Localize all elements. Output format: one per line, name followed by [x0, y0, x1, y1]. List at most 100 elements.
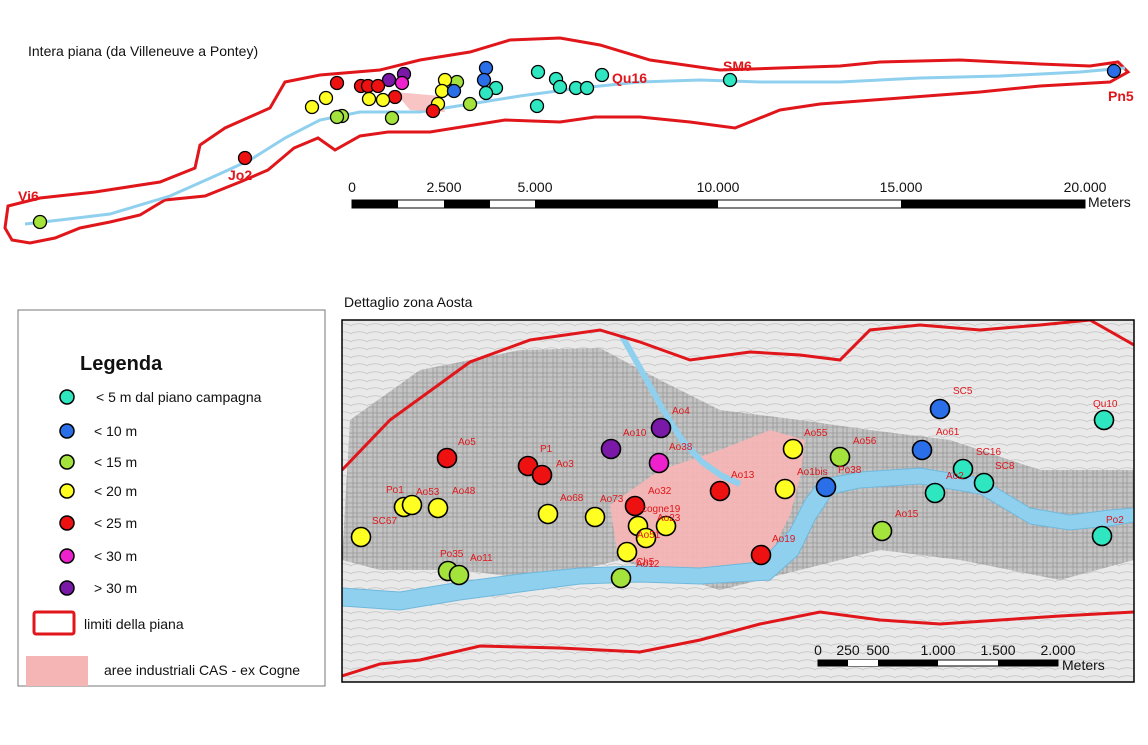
detail-well-label: Ao55 — [804, 428, 828, 439]
legend-item-label: < 25 m — [94, 515, 137, 531]
detail-well-marker — [537, 503, 559, 525]
detail-well-label: SC67 — [372, 516, 397, 527]
detail-well-label: Ao56 — [853, 436, 877, 447]
legend-item-label: > 30 m — [94, 580, 137, 596]
detail-well-marker — [401, 494, 423, 516]
detail-well-label: Ao10 — [623, 428, 647, 439]
detail-well-marker — [350, 526, 372, 548]
detail-scale-unit: Meters — [1062, 657, 1105, 673]
overview-well-marker — [446, 83, 462, 99]
detail-industrial-area — [610, 430, 805, 572]
detail-well-marker — [815, 476, 837, 498]
overview-well-marker — [304, 99, 320, 115]
detail-well-label: Ao51 — [637, 530, 661, 541]
detail-well-label: Ao1bis — [797, 467, 828, 478]
overview-place-label: SM6 — [723, 58, 752, 74]
overview-place-label: Qu16 — [612, 70, 647, 86]
detail-well-marker — [929, 398, 951, 420]
overview-well-marker — [722, 72, 738, 88]
detail-well-label: Po35 — [440, 549, 464, 560]
detail-well-label: Ao61 — [936, 427, 960, 438]
overview-well-marker — [552, 79, 568, 95]
overview-well-marker — [318, 90, 334, 106]
overview-well-marker — [237, 150, 253, 166]
detail-well-marker — [871, 520, 893, 542]
detail-well-marker — [774, 478, 796, 500]
overview-scale-unit: Meters — [1088, 194, 1131, 210]
detail-well-marker — [924, 482, 946, 504]
detail-scale-tick: 1.000 — [920, 642, 955, 658]
overview-well-marker — [32, 214, 48, 230]
overview-scale-tick: 15.000 — [880, 179, 923, 195]
overview-well-marker — [478, 60, 494, 76]
overview-title: Intera piana (da Villeneuve a Pontey) — [28, 43, 258, 59]
detail-frame — [341, 319, 1135, 683]
overview-well-marker — [361, 91, 377, 107]
legend-boundary-label: limiti della piana — [84, 616, 184, 632]
detail-well-label: Ao68 — [560, 493, 584, 504]
overview-place-label: Jo2 — [228, 167, 252, 183]
overview-well-marker — [476, 72, 492, 88]
overview-place-label: Vi6 — [18, 188, 39, 204]
detail-plain-boundary-south — [342, 610, 1134, 678]
detail-well-marker — [829, 446, 851, 468]
legend-item-label: < 15 m — [94, 454, 137, 470]
detail-well-label: P1 — [540, 444, 553, 455]
legend-item-label: < 5 m dal piano campagna — [96, 389, 262, 405]
detail-well-label: Ao38 — [669, 442, 693, 453]
detail-well-marker — [624, 495, 646, 517]
detail-well-label: cogne19 — [642, 504, 681, 515]
detail-well-marker — [600, 438, 622, 460]
detail-scale-tick: 2.000 — [1040, 642, 1075, 658]
overview-well-marker — [394, 75, 410, 91]
detail-river-dora — [342, 467, 1134, 611]
legend-symbol — [59, 515, 75, 531]
legend-symbol — [59, 454, 75, 470]
legend-item-label: < 10 m — [94, 423, 137, 439]
legend-title: Legenda — [80, 353, 163, 375]
detail-well-label: Ao23 — [657, 513, 681, 524]
legend-item-label: < 30 m — [94, 548, 137, 564]
detail-well-label: SC16 — [976, 447, 1001, 458]
detail-well-label: Ao19 — [772, 534, 796, 545]
overview-well-marker — [478, 85, 494, 101]
overview-scale-tick: 0 — [348, 179, 356, 195]
overview-well-marker — [384, 110, 400, 126]
detail-well-marker — [610, 567, 632, 589]
overview-well-marker — [381, 72, 397, 88]
detail-well-marker — [750, 544, 772, 566]
detail-well-marker — [952, 458, 974, 480]
detail-well-marker — [1093, 409, 1115, 431]
detail-well-marker — [1091, 525, 1113, 547]
detail-well-label: Ao4 — [672, 406, 690, 417]
overview-well-marker — [425, 103, 441, 119]
detail-well-label: Ao12 — [636, 559, 660, 570]
overview-well-marker — [434, 83, 450, 99]
overview-scale-tick: 5.000 — [517, 179, 552, 195]
overview-scale-tick: 2.500 — [426, 179, 461, 195]
detail-well-label: Ao13 — [731, 470, 755, 481]
detail-well-marker — [782, 438, 804, 460]
detail-well-marker — [584, 506, 606, 528]
detail-well-label: Ao73 — [600, 494, 624, 505]
detail-scale-tick: 250 — [836, 642, 860, 658]
legend: Legenda < 5 m dal piano campagna < 10 m < … — [17, 309, 326, 687]
overview-well-marker — [594, 67, 610, 83]
detail-well-label: Ao11 — [470, 553, 493, 564]
detail-well-marker — [655, 515, 677, 537]
legend-industrial-swatch — [26, 656, 88, 686]
overview-well-marker — [530, 64, 546, 80]
detail-well-label: Ao5 — [458, 437, 476, 448]
overview-well-marker — [1106, 63, 1122, 79]
overview-scale-tick: 10.000 — [697, 179, 740, 195]
legend-industrial-label: aree industriali CAS - ex Cogne — [104, 662, 300, 678]
detail-well-label: Ao3 — [556, 459, 574, 470]
overview-well-marker — [375, 92, 391, 108]
overview-well-marker — [329, 109, 345, 125]
detail-well-label: SC8 — [995, 461, 1015, 472]
detail-well-label: Ao15 — [895, 509, 919, 520]
legend-symbol — [59, 389, 75, 405]
detail-plain-boundary-north — [342, 320, 1134, 472]
detail-well-marker — [448, 564, 470, 586]
